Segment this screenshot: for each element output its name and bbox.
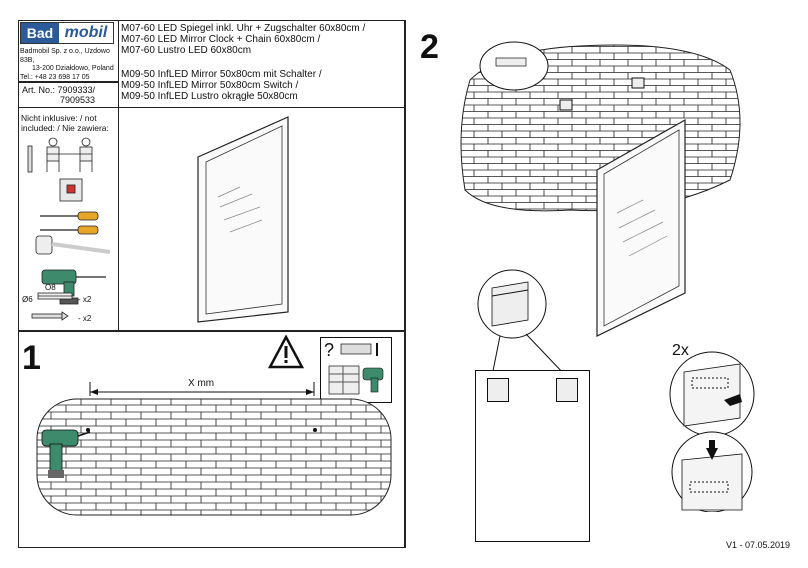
multiplier-label: 2x [672,342,689,359]
article-cell [18,82,119,108]
mirror-back-hook-left [487,378,509,402]
dowel-quantity: - x2 [78,295,92,304]
product-line: M09-50 InfLED Lustro okrągłe 50x80cm [121,91,298,102]
product-title: M07-60 LED Spiegel inkl. Uhr + Zugschalt… [121,23,403,102]
measure-label: X mm [188,378,215,389]
article-number: Art. No.: 7909333/ 7909533 [22,85,117,105]
not-included-label: Nicht inklusive: / not included: / Nie z… [21,113,119,133]
mirror-illustration [197,116,289,323]
address-line: 13-200 Działdowo, Poland [32,65,114,72]
version-footer: V1 - 07.05.2019 [725,540,790,550]
measure-dimension [89,382,315,396]
check-cables-box: ? [320,337,392,403]
product-line: M09-50 InfLED Mirror 50x80cm Switch / [121,80,299,91]
dowel-prefix: Ø6 [22,295,33,304]
drill-icon [41,429,91,478]
product-line: M07-60 LED Mirror Clock + Chain 60x80cm … [121,34,321,45]
logo-cell [18,20,119,82]
address-line: Tel.: +48 23 698 17 05 [20,73,90,81]
mirror-illustration-2 [596,118,686,337]
address: Badmobil Sp. z o.o., Uzdowo 83B, 13-200 … [20,48,118,82]
bottom-left-frame [18,331,405,548]
tools-illustration [27,137,111,321]
step-2-number: 2 [420,28,439,66]
address-line: Badmobil Sp. z o.o., Uzdowo 83B, [20,48,110,64]
product-line: M07-60 Lustro LED 60x80cm [121,45,252,56]
screw-quantity: - x2 [78,314,92,323]
svg-text:?: ? [324,340,334,360]
article-label-2: 7909533 [60,95,96,105]
logo-left-text: Bad [21,23,59,43]
mirror-back-hook-right [556,378,578,402]
brand-logo: Bad mobil [20,22,114,44]
drill-size-label: O8 [45,283,56,292]
step-1-number: 1 [22,339,41,377]
product-line: M07-60 LED Spiegel inkl. Uhr + Zugschalt… [121,23,366,34]
article-label: Art. No.: 7909333/ [22,85,96,95]
not-included-line: included: / Nie zawiera: [21,123,109,133]
cable-detector-icon: ? [324,340,384,395]
warning-icon [268,335,304,369]
bracket-detail [477,269,567,377]
hook-detail-circles [669,351,755,512]
logo-right-text: mobil [64,24,108,41]
brick-wall-1 [36,398,392,516]
vertical-divider [405,20,406,548]
product-line: M09-50 InfLED Mirror 50x80cm mit Schalte… [121,69,322,80]
not-included-line: Nicht inklusive: / not [21,113,97,123]
